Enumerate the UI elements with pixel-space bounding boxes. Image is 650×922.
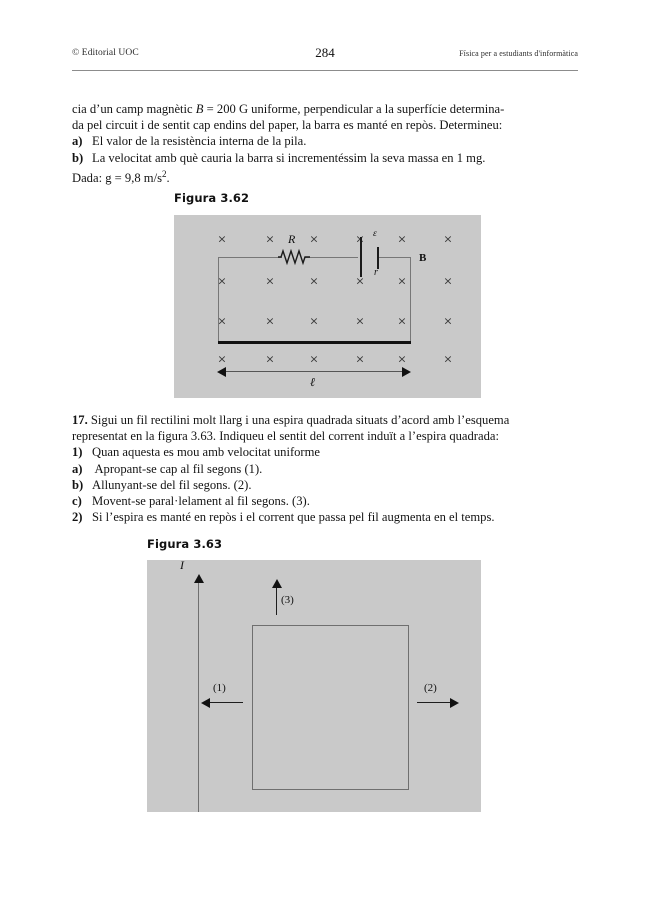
- motion-arrow-2-label: (2): [424, 682, 437, 694]
- field-cross-icon: ×: [397, 232, 407, 246]
- list-item-text: El valor de la resistència interna de la…: [92, 134, 307, 149]
- length-label: ℓ: [310, 375, 315, 389]
- circuit-wire-top-right: [377, 257, 411, 258]
- field-cross-icon: ×: [397, 352, 407, 366]
- list-item: b) Allunyant-se del fil segons. (2).: [72, 477, 580, 493]
- circuit-wire-right: [410, 257, 411, 343]
- circuit-wire-top-left: [218, 257, 282, 258]
- figure-363-panel: I (3) (1) (2): [147, 558, 481, 812]
- field-cross-icon: ×: [217, 274, 227, 288]
- list-item-text: Quan aquesta es mou amb velocitat unifor…: [92, 445, 321, 460]
- field-cross-icon: ×: [217, 314, 227, 328]
- field-cross-icon: ×: [397, 274, 407, 288]
- field-cross-icon: ×: [443, 274, 453, 288]
- list-item: 1) Quan aquesta es mou amb velocitat unif…: [72, 444, 580, 460]
- list-item-text: La velocitat amb què cauria la barra si …: [92, 150, 486, 165]
- list-item-text: Movent-se paral·lelament al fil segons. …: [92, 494, 310, 509]
- figure-caption-362: Figura 3.62: [174, 191, 250, 205]
- figure-362-panel: × × × × × × × × × × × × × × × × × × × × …: [174, 215, 481, 398]
- figure-caption-363: Figura 3.63: [147, 537, 223, 551]
- length-dimension-line: [226, 371, 403, 372]
- list-item-label: b): [72, 477, 84, 492]
- conducting-bar: [218, 341, 411, 344]
- resistor-symbol: [278, 248, 310, 266]
- field-cross-icon: ×: [309, 274, 319, 288]
- field-cross-icon: ×: [355, 352, 365, 366]
- text-line: 17. Sigui un fil rectilini molt llarg i …: [72, 413, 510, 427]
- text-line: cia d’un camp magnètic B = 200 G uniform…: [72, 102, 505, 116]
- square-loop: [252, 625, 409, 790]
- motion-arrow-1-shaft: [209, 702, 243, 703]
- list-item-label: c): [72, 494, 82, 509]
- emf-label: ε: [373, 229, 377, 239]
- header-rule: [72, 70, 578, 71]
- magnetic-field-label: B: [419, 252, 427, 264]
- length-arrow-left-icon: [217, 366, 226, 377]
- motion-arrow-2-head-icon: [450, 697, 459, 708]
- motion-arrow-3-shaft: [276, 588, 277, 615]
- current-label: I: [180, 558, 184, 572]
- list-item: a) El valor de la resistència interna de …: [72, 133, 580, 149]
- list-item-text: Si l’espira es manté en repòs i el corre…: [92, 510, 495, 525]
- exponent: 2: [162, 168, 167, 179]
- list-item: b) La velocitat amb què cauria la barra s…: [72, 150, 580, 166]
- circuit-wire-left: [218, 257, 219, 343]
- length-arrow-right-icon: [402, 366, 411, 377]
- given-data-line: Dada: g = 9,8 m/s2.: [72, 168, 170, 185]
- field-cross-icon: ×: [443, 352, 453, 366]
- list-item-label: 2): [72, 510, 83, 525]
- list-item-label: 1): [72, 445, 83, 460]
- resistor-label: R: [288, 232, 296, 246]
- figure-363-diagram: I (3) (1) (2): [147, 558, 481, 812]
- list-item: 2) Si l’espira es manté en repòs i el cor…: [72, 509, 580, 525]
- field-cross-icon: ×: [397, 314, 407, 328]
- battery-short-plate: [377, 247, 379, 269]
- list-item: a) Apropant-se cap al fil segons (1).: [72, 461, 580, 477]
- copyright-notice: © Editorial UOC: [72, 48, 139, 58]
- figure-362-diagram: × × × × × × × × × × × × × × × × × × × × …: [174, 215, 481, 398]
- book-title: Física per a estudiants d'informàtica: [459, 49, 578, 58]
- motion-arrow-2-shaft: [417, 702, 451, 703]
- field-cross-icon: ×: [265, 232, 275, 246]
- list-item-text: Apropant-se cap al fil segons (1).: [92, 461, 263, 476]
- straight-wire: [198, 582, 199, 812]
- field-cross-icon: ×: [443, 232, 453, 246]
- field-cross-icon: ×: [309, 314, 319, 328]
- text-line: representat en la figura 3.63. Indiqueu …: [72, 429, 499, 444]
- field-cross-icon: ×: [265, 352, 275, 366]
- list-item-label: a): [72, 461, 83, 476]
- battery-long-plate: [360, 237, 362, 277]
- paragraph-block-problem-17: 17. Sigui un fil rectilini molt llarg i …: [72, 412, 580, 525]
- field-cross-icon: ×: [217, 352, 227, 366]
- paragraph-block-problem-16: cia d’un camp magnètic B = 200 G uniform…: [72, 101, 580, 186]
- motion-arrow-3-label: (3): [281, 594, 294, 606]
- field-cross-icon: ×: [217, 232, 227, 246]
- field-cross-icon: ×: [309, 352, 319, 366]
- list-item-label: b): [72, 150, 84, 165]
- field-cross-icon: ×: [265, 274, 275, 288]
- field-cross-icon: ×: [443, 314, 453, 328]
- page-number: 284: [315, 45, 335, 60]
- internal-resistance-label: r: [374, 267, 378, 278]
- running-head: © Editorial UOC 284 Física per a estudia…: [72, 45, 578, 64]
- circuit-wire-top-mid: [305, 257, 358, 258]
- motion-arrow-1-label: (1): [213, 682, 226, 694]
- current-arrow-icon: [193, 574, 204, 583]
- field-cross-icon: ×: [309, 232, 319, 246]
- motion-arrow-3-head-icon: [271, 579, 282, 588]
- field-cross-icon: ×: [265, 314, 275, 328]
- field-cross-icon: ×: [355, 314, 365, 328]
- field-cross-icon: ×: [355, 274, 365, 288]
- list-item-label: a): [72, 134, 83, 149]
- list-item-text: Allunyant-se del fil segons. (2).: [92, 477, 252, 492]
- list-item: c) Movent-se paral·lelament al fil segons…: [72, 493, 580, 509]
- motion-arrow-1-head-icon: [201, 697, 210, 708]
- text-line: da pel circuit i de sentit cap endins de…: [72, 118, 503, 133]
